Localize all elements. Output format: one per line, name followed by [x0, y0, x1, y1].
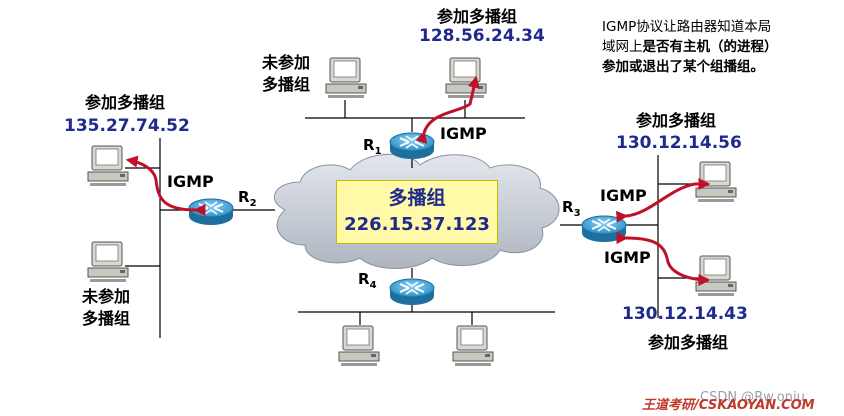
- multicast-group-box: 多播组 226.15.37.123: [336, 180, 498, 244]
- right-bottom-host-ip: 130.12.14.43: [622, 304, 748, 324]
- csdn-watermark: CSDN @Rw.oniu: [700, 390, 805, 405]
- igmp-label-r3-top: IGMP: [600, 186, 647, 205]
- router-r4-label: R4: [358, 270, 377, 291]
- router-r1-label: R1: [363, 136, 382, 157]
- igmp-arrows: [125, 75, 711, 286]
- source-watermark: 王道考研/CSKAOYAN.COM: [642, 398, 815, 413]
- top-left-label-line2: 多播组: [262, 75, 311, 94]
- left-bottom-label-line1: 未参加: [82, 287, 131, 306]
- right-bottom-group-label: 参加多播组: [648, 333, 729, 352]
- router-r2-label: R2: [238, 188, 257, 209]
- top-host-ip: 128.56.24.34: [419, 26, 545, 46]
- igmp-label-r3-bottom: IGMP: [604, 248, 651, 267]
- igmp-label-r1: IGMP: [440, 124, 487, 143]
- left-group-label: 参加多播组: [85, 93, 166, 112]
- left-bottom-label-line2: 多播组: [82, 309, 131, 328]
- note-line-1: IGMP协议让路由器知道本局: [602, 19, 772, 35]
- multicast-group-address: 226.15.37.123: [344, 214, 490, 235]
- top-group-label: 参加多播组: [437, 7, 518, 26]
- right-top-group-label: 参加多播组: [636, 111, 717, 130]
- note-line-2: 域网上是否有主机（的进程）: [602, 39, 778, 55]
- igmp-label-r2: IGMP: [167, 172, 214, 191]
- right-top-host-ip: 130.12.14.56: [616, 133, 742, 153]
- top-left-label-line1: 未参加: [262, 53, 311, 72]
- multicast-group-title: 多播组: [388, 187, 446, 209]
- router-r3-label: R3: [562, 198, 581, 219]
- note-line-3: 参加或退出了某个组播组。: [602, 59, 764, 75]
- igmp-description-note: IGMP协议让路由器知道本局 域网上是否有主机（的进程） 参加或退出了某个组播组…: [602, 17, 778, 77]
- left-host-ip: 135.27.74.52: [64, 116, 190, 136]
